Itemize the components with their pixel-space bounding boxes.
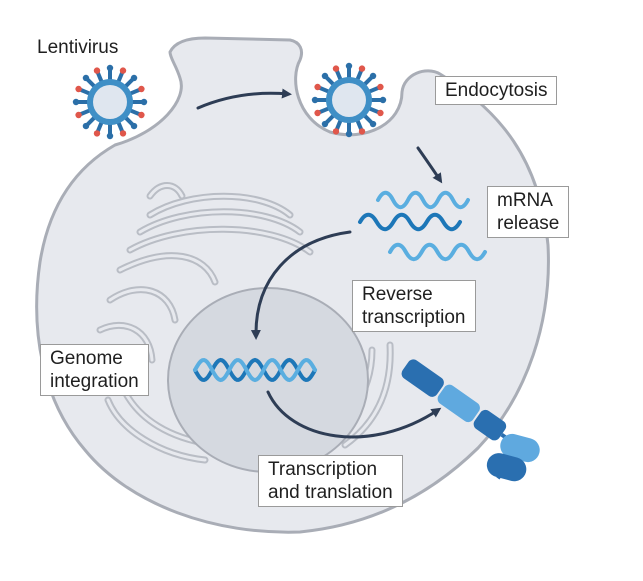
virus-spike-tip	[314, 109, 321, 117]
label-mrna-release-line1: mRNA	[497, 190, 553, 211]
protein-domain	[437, 384, 480, 423]
virus-spike-tip	[314, 83, 321, 91]
virus-spike-tip	[345, 130, 353, 138]
virus-spike-tip	[321, 120, 329, 128]
protein-domain	[500, 433, 540, 463]
virus-core	[93, 85, 127, 119]
mrna-strand	[358, 212, 462, 232]
virus-spike-tip	[358, 65, 366, 72]
organelle-fold-lumen	[128, 227, 312, 254]
organelle-fold-lumen	[108, 288, 177, 322]
mrna-strands	[358, 190, 487, 262]
protein-domain	[473, 409, 507, 441]
virus-spike-tip	[379, 96, 387, 104]
virus-spike-tip	[140, 98, 148, 106]
virus-spike-tip	[130, 122, 138, 130]
virus-spike-tip	[358, 128, 366, 135]
organelle-fold-lumen	[138, 210, 302, 234]
arrow-transcription-translation	[266, 390, 442, 439]
label-transcription-translation-line2: and translation	[268, 482, 393, 503]
virus-spike-tip	[119, 130, 127, 137]
lentivirus-particle-outside	[72, 64, 148, 140]
virus-spike-tip	[332, 65, 340, 72]
virus-spike-tip	[130, 74, 138, 82]
virus-spike-tip	[377, 83, 384, 91]
virus-spike-tip	[345, 62, 353, 70]
label-reverse-transcription-line2: transcription	[362, 307, 466, 328]
virus-spike-tip	[75, 85, 82, 93]
label-transcription-translation-line1: Transcription	[268, 459, 378, 480]
protein-domain	[486, 453, 527, 482]
virus-spike-tip	[106, 64, 114, 72]
virus-spike-tip	[369, 72, 377, 80]
arrow-reverse-transcription	[250, 230, 352, 340]
virus-spike-tip	[332, 128, 340, 135]
virus-spike-tip	[106, 132, 114, 140]
label-genome-integration-line2: integration	[50, 371, 139, 392]
cell-membrane	[35, 36, 550, 534]
virus-spike-tip	[377, 109, 384, 117]
label-reverse-transcription: Reverse transcription	[352, 280, 476, 332]
virus-spike-tip	[72, 98, 80, 106]
dna-strand	[193, 357, 317, 383]
organelle-fold-lumen	[148, 194, 292, 217]
arrow-endocytosis	[416, 146, 443, 184]
label-mrna-release-line2: release	[497, 213, 560, 234]
virus-spike-tip	[119, 67, 127, 74]
virus-spike-tip	[138, 85, 145, 93]
label-genome-integration-line1: Genome	[50, 348, 123, 369]
label-transcription-translation: Transcription and translation	[258, 455, 403, 507]
protein-tail	[486, 433, 540, 482]
arrow-entry	[196, 88, 292, 110]
label-endocytosis: Endocytosis	[435, 76, 558, 105]
organelle-fold-lumen	[148, 184, 184, 198]
virus-core	[332, 83, 366, 117]
expressed-protein	[401, 359, 540, 482]
organelle-fold-lumen	[106, 398, 207, 462]
virus-spike-tip	[75, 111, 82, 119]
virus-spike-tip	[321, 72, 329, 80]
protein-domain	[401, 359, 444, 397]
virus-spike-tip	[369, 120, 377, 128]
organelle-fold-lumen	[98, 324, 154, 362]
dna-double-helix	[193, 357, 317, 383]
virus-spike-tip	[82, 74, 90, 82]
mrna-strand	[376, 190, 470, 210]
organelle-fold-lumen	[118, 254, 217, 284]
lentivirus-particle-endosome	[311, 62, 387, 138]
label-mrna-release: mRNA release	[487, 186, 570, 238]
virus-spike-tip	[93, 130, 101, 137]
virus-spike-tip	[311, 96, 319, 104]
label-reverse-transcription-line1: Reverse	[362, 284, 433, 305]
virus-spike-tip	[82, 122, 90, 130]
virus-spike-tip	[138, 111, 145, 119]
virus-spike-tip	[93, 67, 101, 74]
dna-strand	[193, 357, 317, 383]
label-genome-integration: Genome integration	[40, 344, 149, 396]
label-lentivirus: Lentivirus	[37, 37, 119, 58]
mrna-strand	[388, 242, 487, 262]
